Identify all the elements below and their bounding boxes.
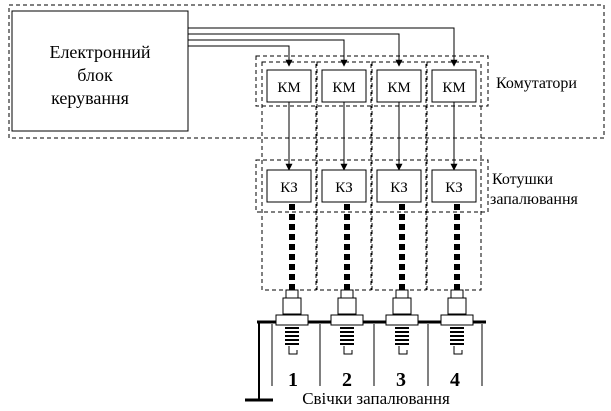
switch-box-3: [376, 69, 422, 103]
spark-plugs-label: Свічки запалювання: [302, 389, 450, 408]
coil-label-2: КЗ: [335, 180, 353, 196]
control-system-frame: [8, 4, 605, 139]
coil-label-3: КЗ: [390, 180, 408, 196]
switch-label-3: КМ: [387, 80, 410, 96]
switch-label-2: КМ: [332, 80, 355, 96]
spark-plug-2: [330, 289, 364, 355]
cylinder-number-2: 2: [342, 369, 352, 391]
switches-group-label: Комутатори: [496, 75, 577, 92]
switches-group-frame: [255, 55, 489, 107]
coil-box-1: [266, 169, 312, 203]
cylinder-number-4: 4: [450, 369, 460, 391]
spark-plug-1: [275, 289, 309, 355]
spark-plug-3: [385, 289, 419, 355]
spark-plug-4: [440, 289, 474, 355]
ecu-label-line-2: блок: [77, 65, 113, 85]
control-wire-4: [188, 27, 458, 67]
cylinder-number-3: 3: [396, 369, 406, 391]
switch-label-4: КМ: [442, 80, 465, 96]
coil-label-1: КЗ: [280, 180, 298, 196]
coil-box-2: [321, 169, 367, 203]
control-wire-3: [188, 33, 403, 67]
control-wire-1: [188, 45, 293, 67]
switch-label-1: КМ: [277, 80, 300, 96]
coil-box-4: [431, 169, 477, 203]
ecu-label-line-3: керування: [51, 88, 129, 108]
switch-box-1: [266, 69, 312, 103]
cylinder-number-1: 1: [288, 369, 298, 391]
coil-box-3: [376, 169, 422, 203]
coil-label-4: КЗ: [445, 180, 463, 196]
coils-group-label-line-1: Котушки: [492, 171, 554, 188]
ecu-block: [11, 10, 189, 132]
ecu-label-line-1: Електронний: [49, 42, 150, 62]
coils-group-label-line-2: запалювання: [490, 191, 579, 208]
control-wire-2: [188, 39, 348, 67]
switch-box-4: [431, 69, 477, 103]
